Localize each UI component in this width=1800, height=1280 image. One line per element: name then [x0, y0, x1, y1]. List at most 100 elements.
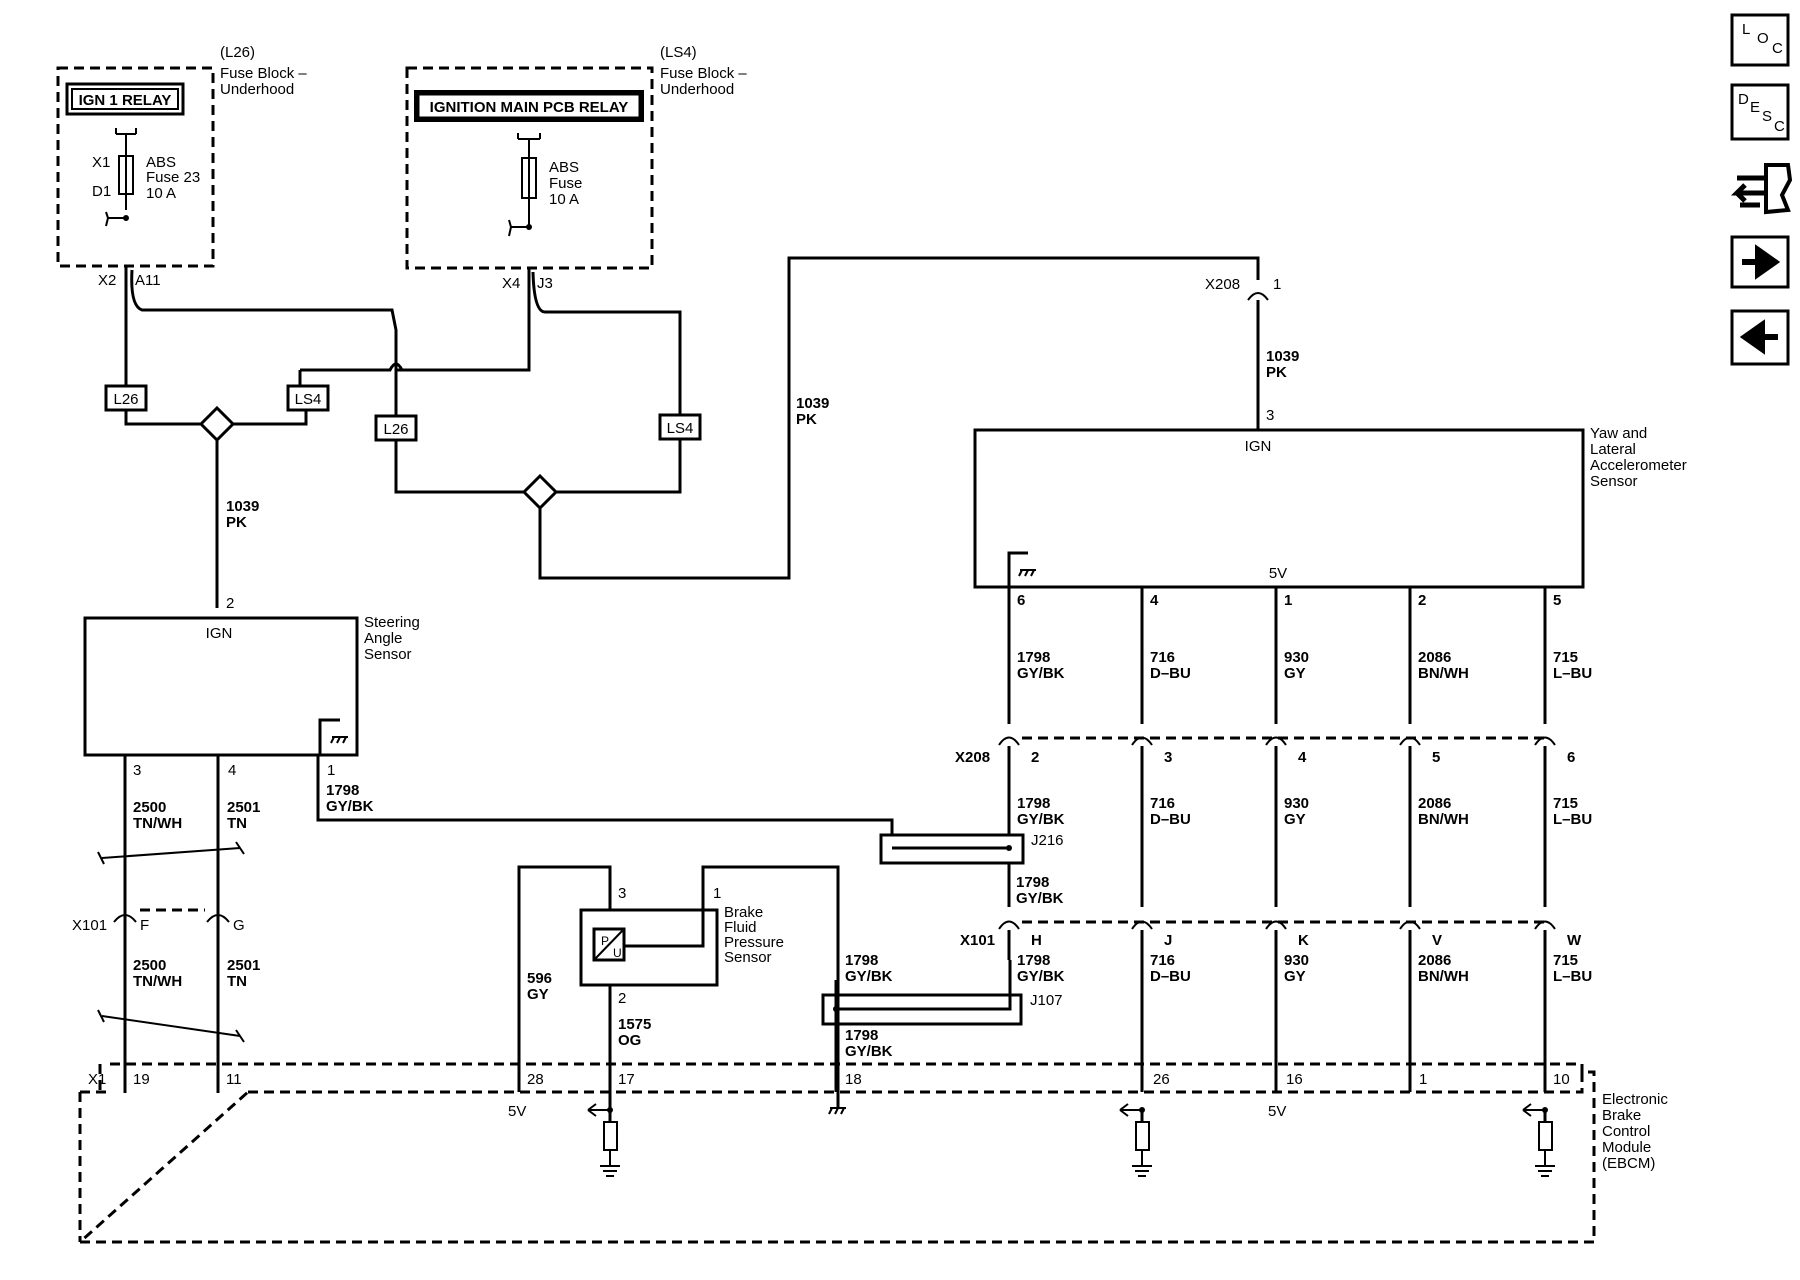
splice-left-icon [198, 405, 236, 443]
ebcm-name-4: Module [1602, 1139, 1651, 1156]
steering-pin-1: 1 [327, 762, 335, 779]
fuse-l26-d1: D1 [92, 183, 111, 200]
x101-row-connector-icon [998, 920, 1020, 930]
x208-row-connector-icon [1534, 736, 1556, 746]
x208-circuit-num: 1798 [1017, 795, 1050, 812]
x101-circuit-col: GY [1284, 968, 1306, 985]
j107-label: J107 [1030, 992, 1063, 1009]
yaw-circuit-num: 1798 [1017, 649, 1050, 666]
yaw-pin-label: 6 [1017, 592, 1025, 609]
tag-ls4-b-label: LS4 [667, 420, 694, 437]
x208-row-connector-icon [998, 736, 1020, 746]
brake-name-3: Pressure [724, 934, 784, 951]
pk-right-num: 1039 [1266, 348, 1299, 365]
w2501-b-col: TN [227, 973, 247, 990]
fuse-block-ls4: (LS4) Fuse Block – Underhood IGNITION MA… [405, 44, 747, 292]
x101-circuit-col: L–BU [1553, 968, 1592, 985]
x101-row-pin: J [1164, 932, 1172, 949]
brake-name-2: Fluid [724, 919, 757, 936]
fuse-l26-cav: A11 [135, 272, 161, 289]
j216-num: 1798 [1016, 874, 1049, 891]
x208-row-pin: 3 [1164, 749, 1172, 766]
fuse-block-ls4-option: (LS4) [660, 44, 697, 61]
fuse-block-l26-option: (L26) [220, 44, 255, 61]
wire-brake-sig [624, 865, 840, 1092]
x208-row-conn: X208 [955, 749, 990, 766]
w1798-d-col: GY/BK [845, 1043, 893, 1060]
x101-circuit-col: BN/WH [1418, 968, 1469, 985]
x208-circuit-num: 715 [1553, 795, 1578, 812]
yaw-pin-label: 4 [1150, 592, 1159, 609]
steering-pin-4: 4 [228, 762, 236, 779]
yaw-circuit-num: 2086 [1418, 649, 1451, 666]
ebcm-pin17-dot [607, 1107, 613, 1113]
x208-circuit-col: D–BU [1150, 811, 1191, 828]
ebcm-conn: X1 [88, 1071, 106, 1088]
back-button[interactable] [1730, 309, 1790, 366]
fuse-ls4-label-1: ABS [549, 159, 579, 176]
connector-view-icon[interactable] [1730, 163, 1793, 215]
x208-circuit-col: GY [1284, 811, 1306, 828]
power-routing: L26 LS4 L26 LS4 1039 PK 1039 PK X208 1 1… [104, 256, 1299, 608]
ebcm-pin17-resistor-icon [603, 1121, 618, 1151]
l26-a-to-splice [124, 410, 202, 426]
yaw-5v: 5V [1269, 565, 1287, 582]
x101-row-connector-icon [1399, 920, 1421, 930]
x101-left-connectors-icon [113, 914, 230, 923]
w596-num: 596 [527, 970, 552, 987]
yaw-circuit-col: D–BU [1150, 665, 1191, 682]
x208-row-pin: 6 [1567, 749, 1575, 766]
yaw-sensor-box [973, 428, 1585, 589]
yaw-pin-label: 2 [1418, 592, 1426, 609]
desc-button-frame[interactable] [1730, 83, 1790, 141]
loc-l: L [1742, 21, 1750, 38]
tag-l26-a-label: L26 [113, 391, 138, 408]
yaw-name-2: Lateral [1590, 441, 1636, 458]
brake-name-4: Sensor [724, 949, 772, 966]
x208-top-connector-icon [1247, 292, 1269, 301]
ls4-busbar [517, 133, 541, 148]
twisted-pair-icon-top [97, 841, 245, 865]
ebcm-pin-17: 17 [618, 1071, 635, 1088]
ebcm-pin-10: 10 [1553, 1071, 1570, 1088]
ebcm-pin-16: 16 [1286, 1071, 1303, 1088]
x208-row-connector-icon [1265, 736, 1287, 746]
yaw-sensor: 3 IGN 5V Yaw and Lateral Accelerometer S… [973, 407, 1687, 589]
x208-circuit-col: BN/WH [1418, 811, 1469, 828]
desc-button[interactable]: D E S C [1730, 83, 1790, 141]
fuse-block-l26-name-2: Underhood [220, 81, 294, 98]
w1798-d-num: 1798 [845, 1027, 878, 1044]
steering-sensor-box [83, 616, 359, 757]
ebcm: X1 Electronic Brake Control Module (EBCM… [76, 1062, 1668, 1244]
ebcm-pin10-dot [1542, 1107, 1548, 1113]
brake-name-1: Brake [724, 904, 763, 921]
yaw-ground-wire [1007, 551, 1028, 587]
w1798-a-col: GY/BK [326, 798, 374, 815]
w2500-b-col: TN/WH [133, 973, 182, 990]
ebcm-pin17-arrow-icon [587, 1103, 610, 1117]
x101-row-pin: V [1432, 932, 1442, 949]
loc-button[interactable]: L O C [1730, 13, 1790, 67]
steering-ground-icon [330, 736, 348, 744]
fuse-l26-conn: X2 [98, 272, 116, 289]
loc-button-frame[interactable] [1730, 13, 1790, 67]
fuse-ls4-splice [526, 224, 532, 230]
steering-ign-pin: 2 [226, 595, 234, 612]
next-button[interactable] [1730, 235, 1790, 289]
transducer-p: P [601, 934, 609, 948]
ls4-left-wire [300, 362, 404, 372]
ebcm-name-5: (EBCM) [1602, 1155, 1655, 1172]
pk-right-col: PK [1266, 364, 1287, 381]
l26-crossover-wire [130, 269, 398, 415]
yaw-circuit-col: GY [1284, 665, 1306, 682]
twisted-pair-icon-bottom [97, 1009, 245, 1043]
yaw-circuit-num: 716 [1150, 649, 1175, 666]
pressure-transducer-diagonal [593, 928, 625, 961]
ls4-a-to-splice [232, 410, 308, 426]
w2500-a-num: 2500 [133, 799, 166, 816]
x101-left-pin-f: F [140, 917, 149, 934]
yaw-circuit-num: 930 [1284, 649, 1309, 666]
l26-b-to-splice [394, 440, 524, 494]
x101-left-pin-g: G [233, 917, 245, 934]
j216-label: J216 [1031, 832, 1064, 849]
